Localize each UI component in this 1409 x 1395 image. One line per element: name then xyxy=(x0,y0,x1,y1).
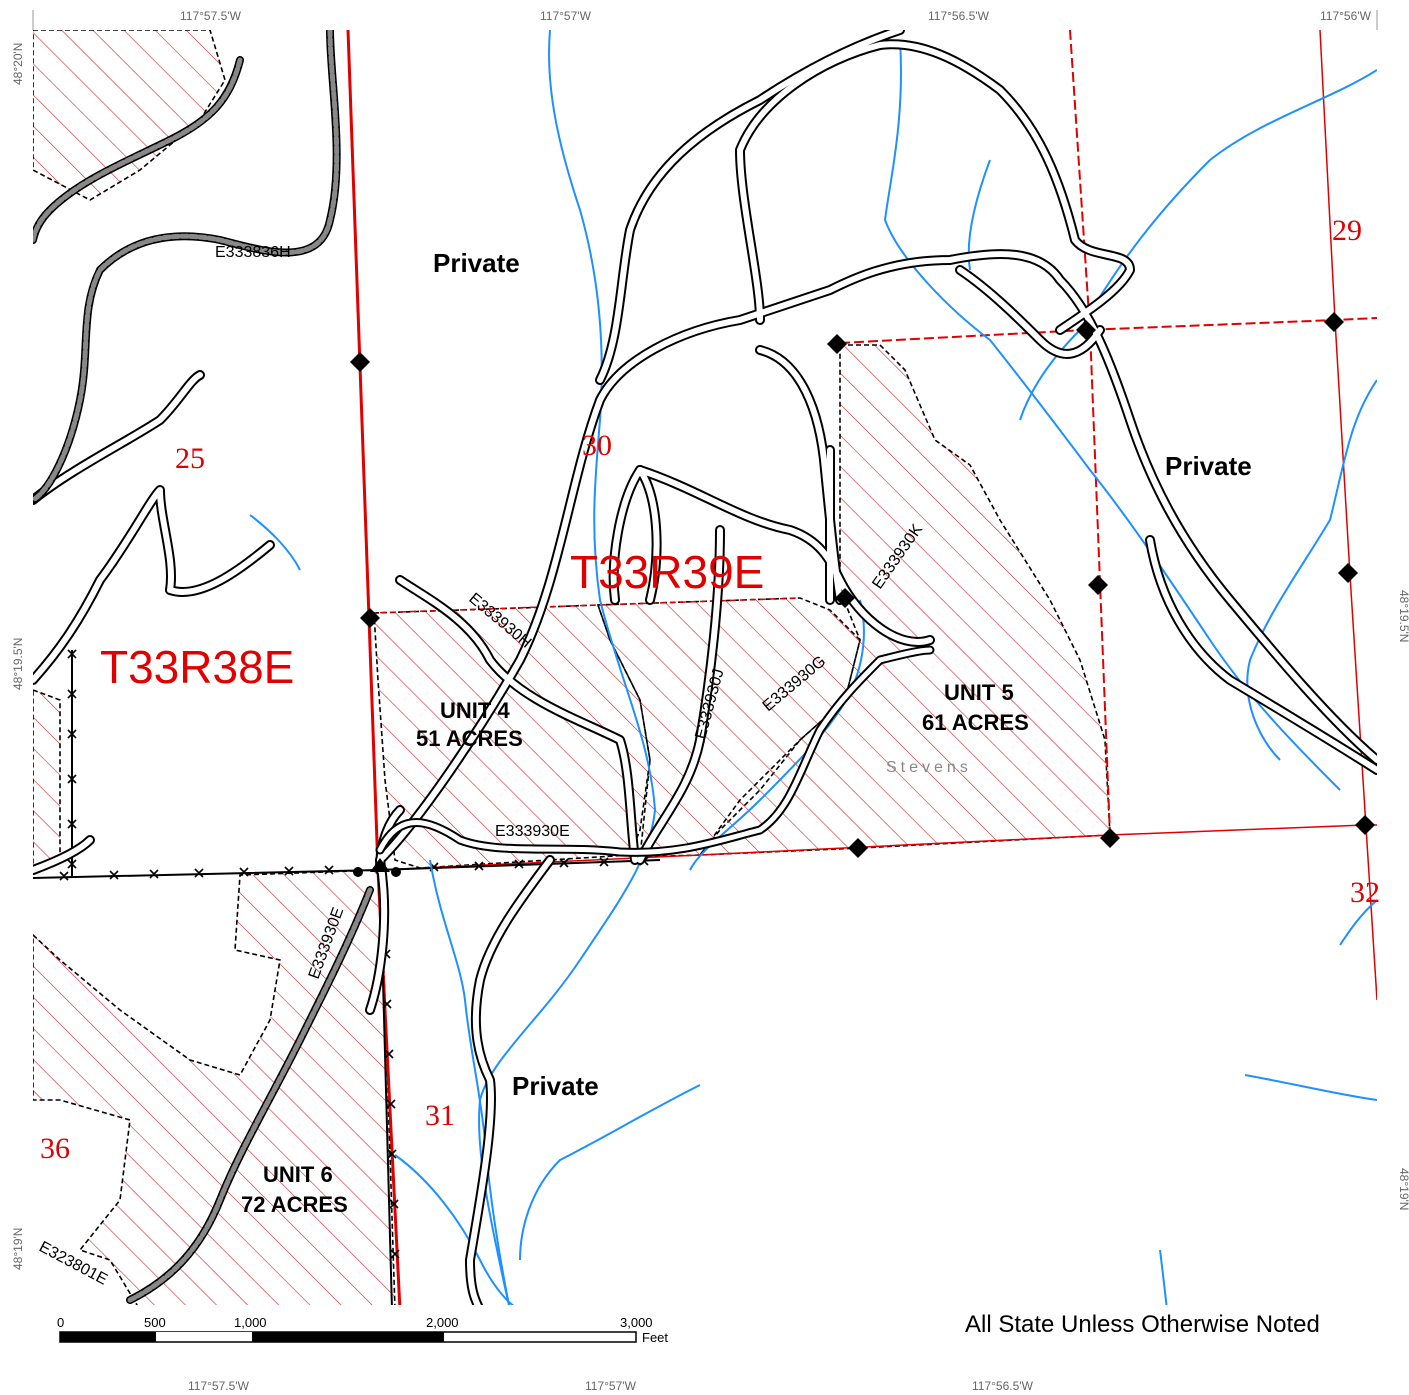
coord-top-2: 117°57'W xyxy=(540,9,592,23)
coord-left-3: 48°19'N xyxy=(11,1228,25,1270)
township-label-2: T33R39E xyxy=(570,546,764,598)
section-label-29: 29 xyxy=(1332,214,1362,247)
ownership-label-3: Private xyxy=(512,1071,599,1101)
scale-tick-500: 500 xyxy=(144,1315,166,1330)
coord-top-3: 117°56.5'W xyxy=(928,9,990,23)
scale-tick-0: 0 xyxy=(57,1315,64,1330)
frame-ticks xyxy=(32,10,1378,30)
county-label: Stevens xyxy=(886,759,972,776)
ownership-note: All State Unless Otherwise Noted xyxy=(965,1311,1320,1338)
unit-4-name: UNIT 4 xyxy=(440,698,510,723)
coord-left-1: 48°20'N xyxy=(11,43,25,85)
scale-tick-1000: 1,000 xyxy=(234,1315,267,1330)
unit-left-boundary[interactable] xyxy=(33,689,61,871)
ownership-label-2: Private xyxy=(1165,451,1252,481)
coord-bottom-3: 117°56.5'W xyxy=(972,1379,1034,1393)
scale-tick-2000: 2,000 xyxy=(426,1315,459,1330)
township-label-1: T33R38E xyxy=(100,641,294,693)
coord-top-4: 117°56'W xyxy=(1320,9,1372,23)
unit-4-acres: 51 ACRES xyxy=(416,726,523,751)
scale-bar: 0 500 1,000 2,000 3,000 Feet xyxy=(57,1315,668,1345)
coord-bottom-2: 117°57'W xyxy=(585,1379,637,1393)
ownership-label-1: Private xyxy=(433,248,520,278)
section-label-31: 31 xyxy=(425,1099,455,1132)
section-label-36: 36 xyxy=(40,1132,70,1165)
section-label-30: 30 xyxy=(582,429,612,462)
coord-left-2: 48°19.5'N xyxy=(11,638,25,690)
section-label-32: 32 xyxy=(1350,876,1380,909)
section-label-25: 25 xyxy=(175,442,205,475)
coord-right-1: 48°19.5'N xyxy=(1397,590,1409,642)
unit-6-name: UNIT 6 xyxy=(263,1162,333,1187)
unit-5-boundary[interactable] xyxy=(698,344,1111,856)
scale-tick-3000: 3,000 xyxy=(620,1315,653,1330)
unit-top-left-boundary[interactable] xyxy=(33,30,226,201)
roads xyxy=(33,30,1377,1305)
unit-5-name: UNIT 5 xyxy=(944,680,1014,705)
road-label-E333930E-1: E333930E xyxy=(495,823,570,840)
coord-top-1: 117°57.5'W xyxy=(180,9,242,23)
coord-right-2: 48°19'N xyxy=(1397,1168,1409,1210)
coord-bottom-1: 117°57.5'W xyxy=(188,1379,250,1393)
unit-6-boundary[interactable] xyxy=(33,869,396,1310)
scale-unit: Feet xyxy=(642,1330,668,1345)
unit-5-acres: 61 ACRES xyxy=(922,710,1029,735)
unit-6-acres: 72 ACRES xyxy=(241,1192,348,1217)
road-label-E333836H: E333836H xyxy=(215,244,291,261)
corner-markers xyxy=(350,312,1375,877)
